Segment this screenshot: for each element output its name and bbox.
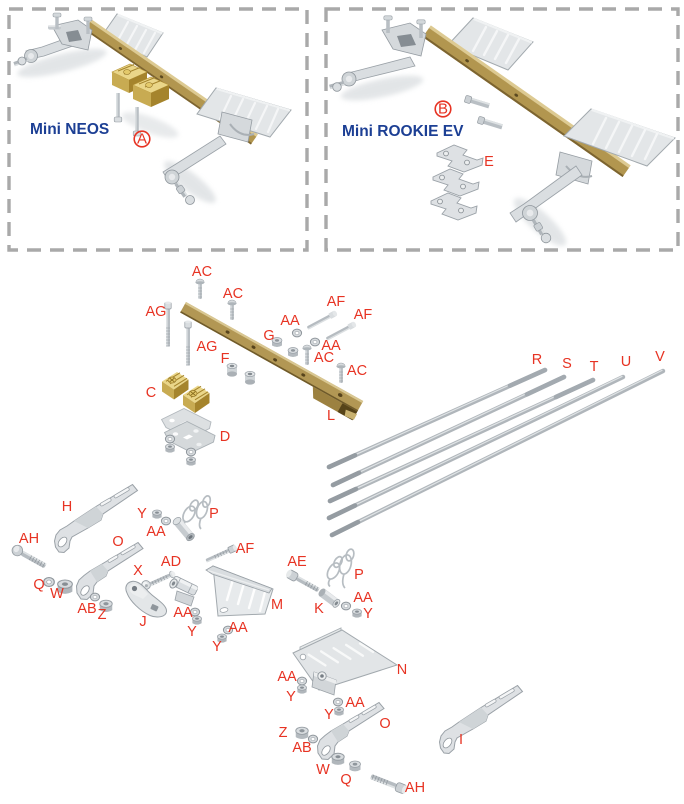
svg-text:Y: Y (187, 624, 197, 640)
svg-text:AC: AC (314, 350, 334, 366)
svg-text:S: S (562, 356, 572, 372)
svg-text:X: X (133, 563, 143, 579)
svg-text:AG: AG (197, 339, 218, 355)
svg-text:AA: AA (321, 338, 341, 354)
svg-text:AB: AB (292, 740, 311, 756)
svg-text:O: O (112, 534, 123, 550)
svg-text:Mini ROOKIE EV: Mini ROOKIE EV (342, 123, 464, 140)
svg-text:AB: AB (77, 601, 96, 617)
svg-text:A: A (137, 131, 147, 148)
svg-text:M: M (271, 597, 283, 613)
svg-text:AA: AA (228, 620, 248, 636)
svg-text:AG: AG (146, 304, 167, 320)
svg-text:J: J (139, 614, 146, 630)
svg-text:H: H (62, 499, 72, 515)
svg-text:AA: AA (173, 605, 193, 621)
svg-text:R: R (532, 352, 542, 368)
svg-text:AE: AE (287, 554, 307, 570)
svg-text:AA: AA (146, 524, 166, 540)
svg-text:Mini NEOS: Mini NEOS (30, 121, 109, 138)
svg-text:Y: Y (324, 707, 334, 723)
svg-text:AC: AC (192, 264, 212, 280)
svg-text:Q: Q (33, 577, 44, 593)
svg-text:U: U (621, 354, 631, 370)
svg-text:B: B (438, 101, 448, 118)
svg-text:G: G (263, 328, 274, 344)
svg-text:Y: Y (137, 506, 147, 522)
svg-text:V: V (655, 349, 665, 365)
svg-text:AH: AH (405, 780, 425, 796)
svg-text:AF: AF (327, 294, 346, 310)
svg-text:P: P (354, 567, 364, 583)
svg-text:AH: AH (19, 531, 39, 547)
svg-text:Z: Z (279, 725, 288, 741)
svg-text:P: P (209, 506, 219, 522)
svg-text:AA: AA (280, 313, 300, 329)
svg-text:Z: Z (98, 607, 107, 623)
svg-text:Q: Q (340, 772, 351, 788)
svg-text:AC: AC (223, 286, 243, 302)
svg-text:Y: Y (212, 639, 222, 655)
svg-text:E: E (484, 154, 494, 170)
svg-text:I: I (459, 732, 463, 748)
svg-text:F: F (221, 351, 230, 367)
svg-text:Y: Y (286, 689, 296, 705)
svg-text:T: T (590, 359, 599, 375)
svg-text:AF: AF (354, 307, 373, 323)
svg-text:AA: AA (345, 695, 365, 711)
svg-text:W: W (50, 586, 64, 602)
svg-text:W: W (316, 762, 330, 778)
svg-text:N: N (397, 662, 407, 678)
svg-text:AA: AA (277, 669, 297, 685)
svg-text:K: K (314, 601, 324, 617)
svg-text:D: D (220, 429, 230, 445)
svg-text:L: L (327, 408, 335, 424)
svg-text:O: O (379, 716, 390, 732)
svg-text:C: C (146, 385, 156, 401)
svg-text:AA: AA (353, 590, 373, 606)
svg-text:Y: Y (363, 606, 373, 622)
svg-text:AD: AD (161, 554, 181, 570)
svg-text:AC: AC (347, 363, 367, 379)
svg-text:AF: AF (236, 541, 255, 557)
